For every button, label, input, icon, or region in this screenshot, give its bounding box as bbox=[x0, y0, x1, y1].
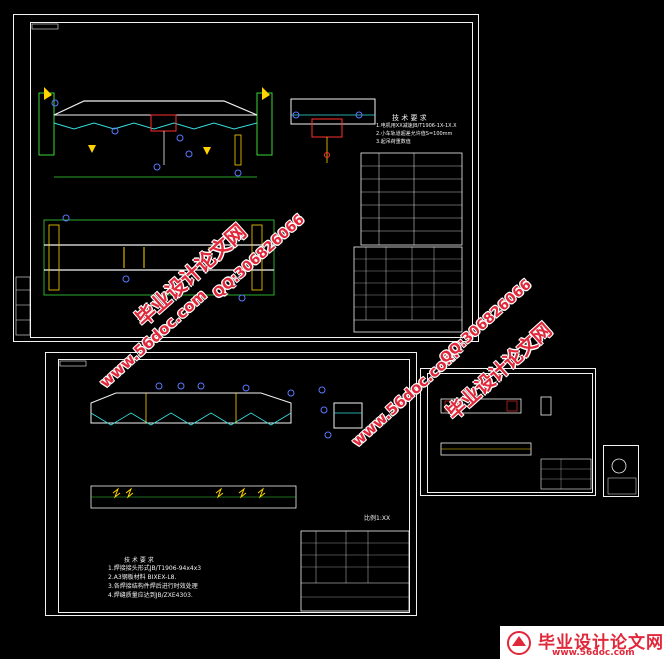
girder-elevation bbox=[90, 382, 295, 426]
site-banner: 毕业设计论文网 www.56doc.com bbox=[500, 626, 664, 659]
sheet-2-tech-line-2: 2.A3钢板材料 BIXEX-L8. bbox=[108, 574, 177, 581]
sheet-2-parts-table bbox=[300, 530, 410, 612]
drawing-sheet-3 bbox=[420, 368, 596, 496]
banner-title: 毕业设计论文网 bbox=[538, 633, 664, 653]
parts-list-table bbox=[353, 246, 463, 333]
sheet-2-tech-line-1: 1.焊接接头形式JB/T1906-94x4x3 bbox=[108, 565, 202, 572]
sheet-2-scale-label: 比例1:XX bbox=[364, 515, 391, 522]
sheet-4-drawing bbox=[607, 458, 637, 495]
sheet-1-frame bbox=[30, 22, 473, 338]
sheet-3-drawing bbox=[440, 396, 592, 490]
drawing-sheet-1: 技 术 要 求 1.电机用XX减速JB/T1906-1X-1X.X 2.小车轨道… bbox=[13, 14, 479, 342]
sheet-2-frame bbox=[58, 359, 410, 613]
crane-plan-view bbox=[43, 214, 275, 302]
sheet-2-tech-line-4: 4.焊缝质量应达到JB/ZXE4303. bbox=[108, 592, 193, 599]
girder-section bbox=[318, 386, 363, 439]
sheet-1-tech-title: 技 术 要 求 bbox=[392, 114, 427, 122]
crane-front-view bbox=[38, 87, 273, 178]
drawing-sheet-4 bbox=[603, 445, 639, 497]
banner-logo-icon bbox=[507, 631, 531, 655]
sheet-1-tech-line-3: 3.起吊荷重数值 bbox=[376, 139, 411, 145]
sheet-1-tech-line-1: 1.电机用XX减速JB/T1906-1X-1X.X bbox=[376, 123, 457, 129]
banner-url: www.56doc.com bbox=[552, 648, 635, 658]
sheet-2-tech-line-3: 3.各焊接结构件焊后进行时效处理 bbox=[108, 583, 198, 590]
sheet-3-frame bbox=[427, 373, 593, 493]
sheet-1-tech-line-2: 2.小车轨道超差允许值S=100mm bbox=[376, 131, 453, 137]
drawing-sheet-2: 比例1:XX 技 术 要 求 1.焊接接头形式JB/T1906-94x4x3 2… bbox=[45, 352, 417, 616]
parameter-table bbox=[360, 152, 463, 246]
sheet-2-tech-title: 技 术 要 求 bbox=[124, 557, 154, 564]
crane-side-view bbox=[290, 98, 376, 163]
sheet-1-drawing bbox=[15, 23, 463, 336]
sheet-2-drawing bbox=[59, 360, 410, 612]
girder-plan bbox=[90, 485, 297, 509]
